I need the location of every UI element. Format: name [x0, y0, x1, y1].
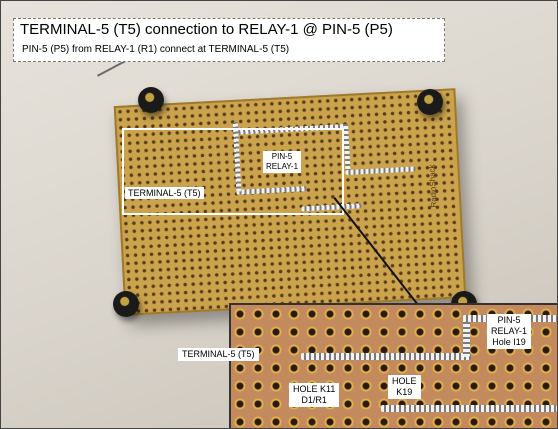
terminal-label: TERMINAL-5 (T5) [125, 187, 204, 199]
trace [463, 315, 470, 357]
inset-terminal-label: TERMINAL-5 (T5) [178, 348, 259, 361]
pin-relay-label: PIN-5 RELAY-1 [263, 151, 302, 173]
board-brand: RadioShack [427, 164, 439, 208]
trace [301, 353, 471, 360]
hole-text: HOLE [392, 376, 417, 386]
caption-subtitle: PIN-5 (P5) from RELAY-1 (R1) connect at … [22, 44, 290, 55]
pin-label: PIN-5 [271, 152, 293, 161]
trace [342, 123, 351, 175]
hole-k11-label: HOLE K11 D1/R1 [289, 383, 340, 407]
inset-hole-i19: Hole I19 [492, 337, 526, 347]
hole-k19-label: HOLE K19 [388, 375, 421, 399]
hole-k11: HOLE K11 [293, 384, 336, 394]
d1-r1: D1/R1 [301, 395, 327, 405]
caption-box: TERMINAL-5 (T5) connection to RELAY-1 @ … [13, 18, 445, 62]
highlight-box [122, 128, 344, 215]
standoff [417, 89, 443, 115]
trace [345, 166, 416, 176]
standoff [138, 87, 164, 113]
inset-relay-label: RELAY-1 [491, 326, 528, 336]
relay-label: RELAY-1 [266, 162, 299, 171]
inset-pin-label: PIN-5 [497, 315, 521, 325]
k19-text: K19 [396, 387, 413, 397]
inset-pin-relay-label: PIN-5 RELAY-1 Hole I19 [487, 314, 532, 349]
caption-title: TERMINAL-5 (T5) connection to RELAY-1 @ … [20, 21, 393, 38]
standoff [113, 291, 139, 317]
trace [381, 405, 557, 412]
